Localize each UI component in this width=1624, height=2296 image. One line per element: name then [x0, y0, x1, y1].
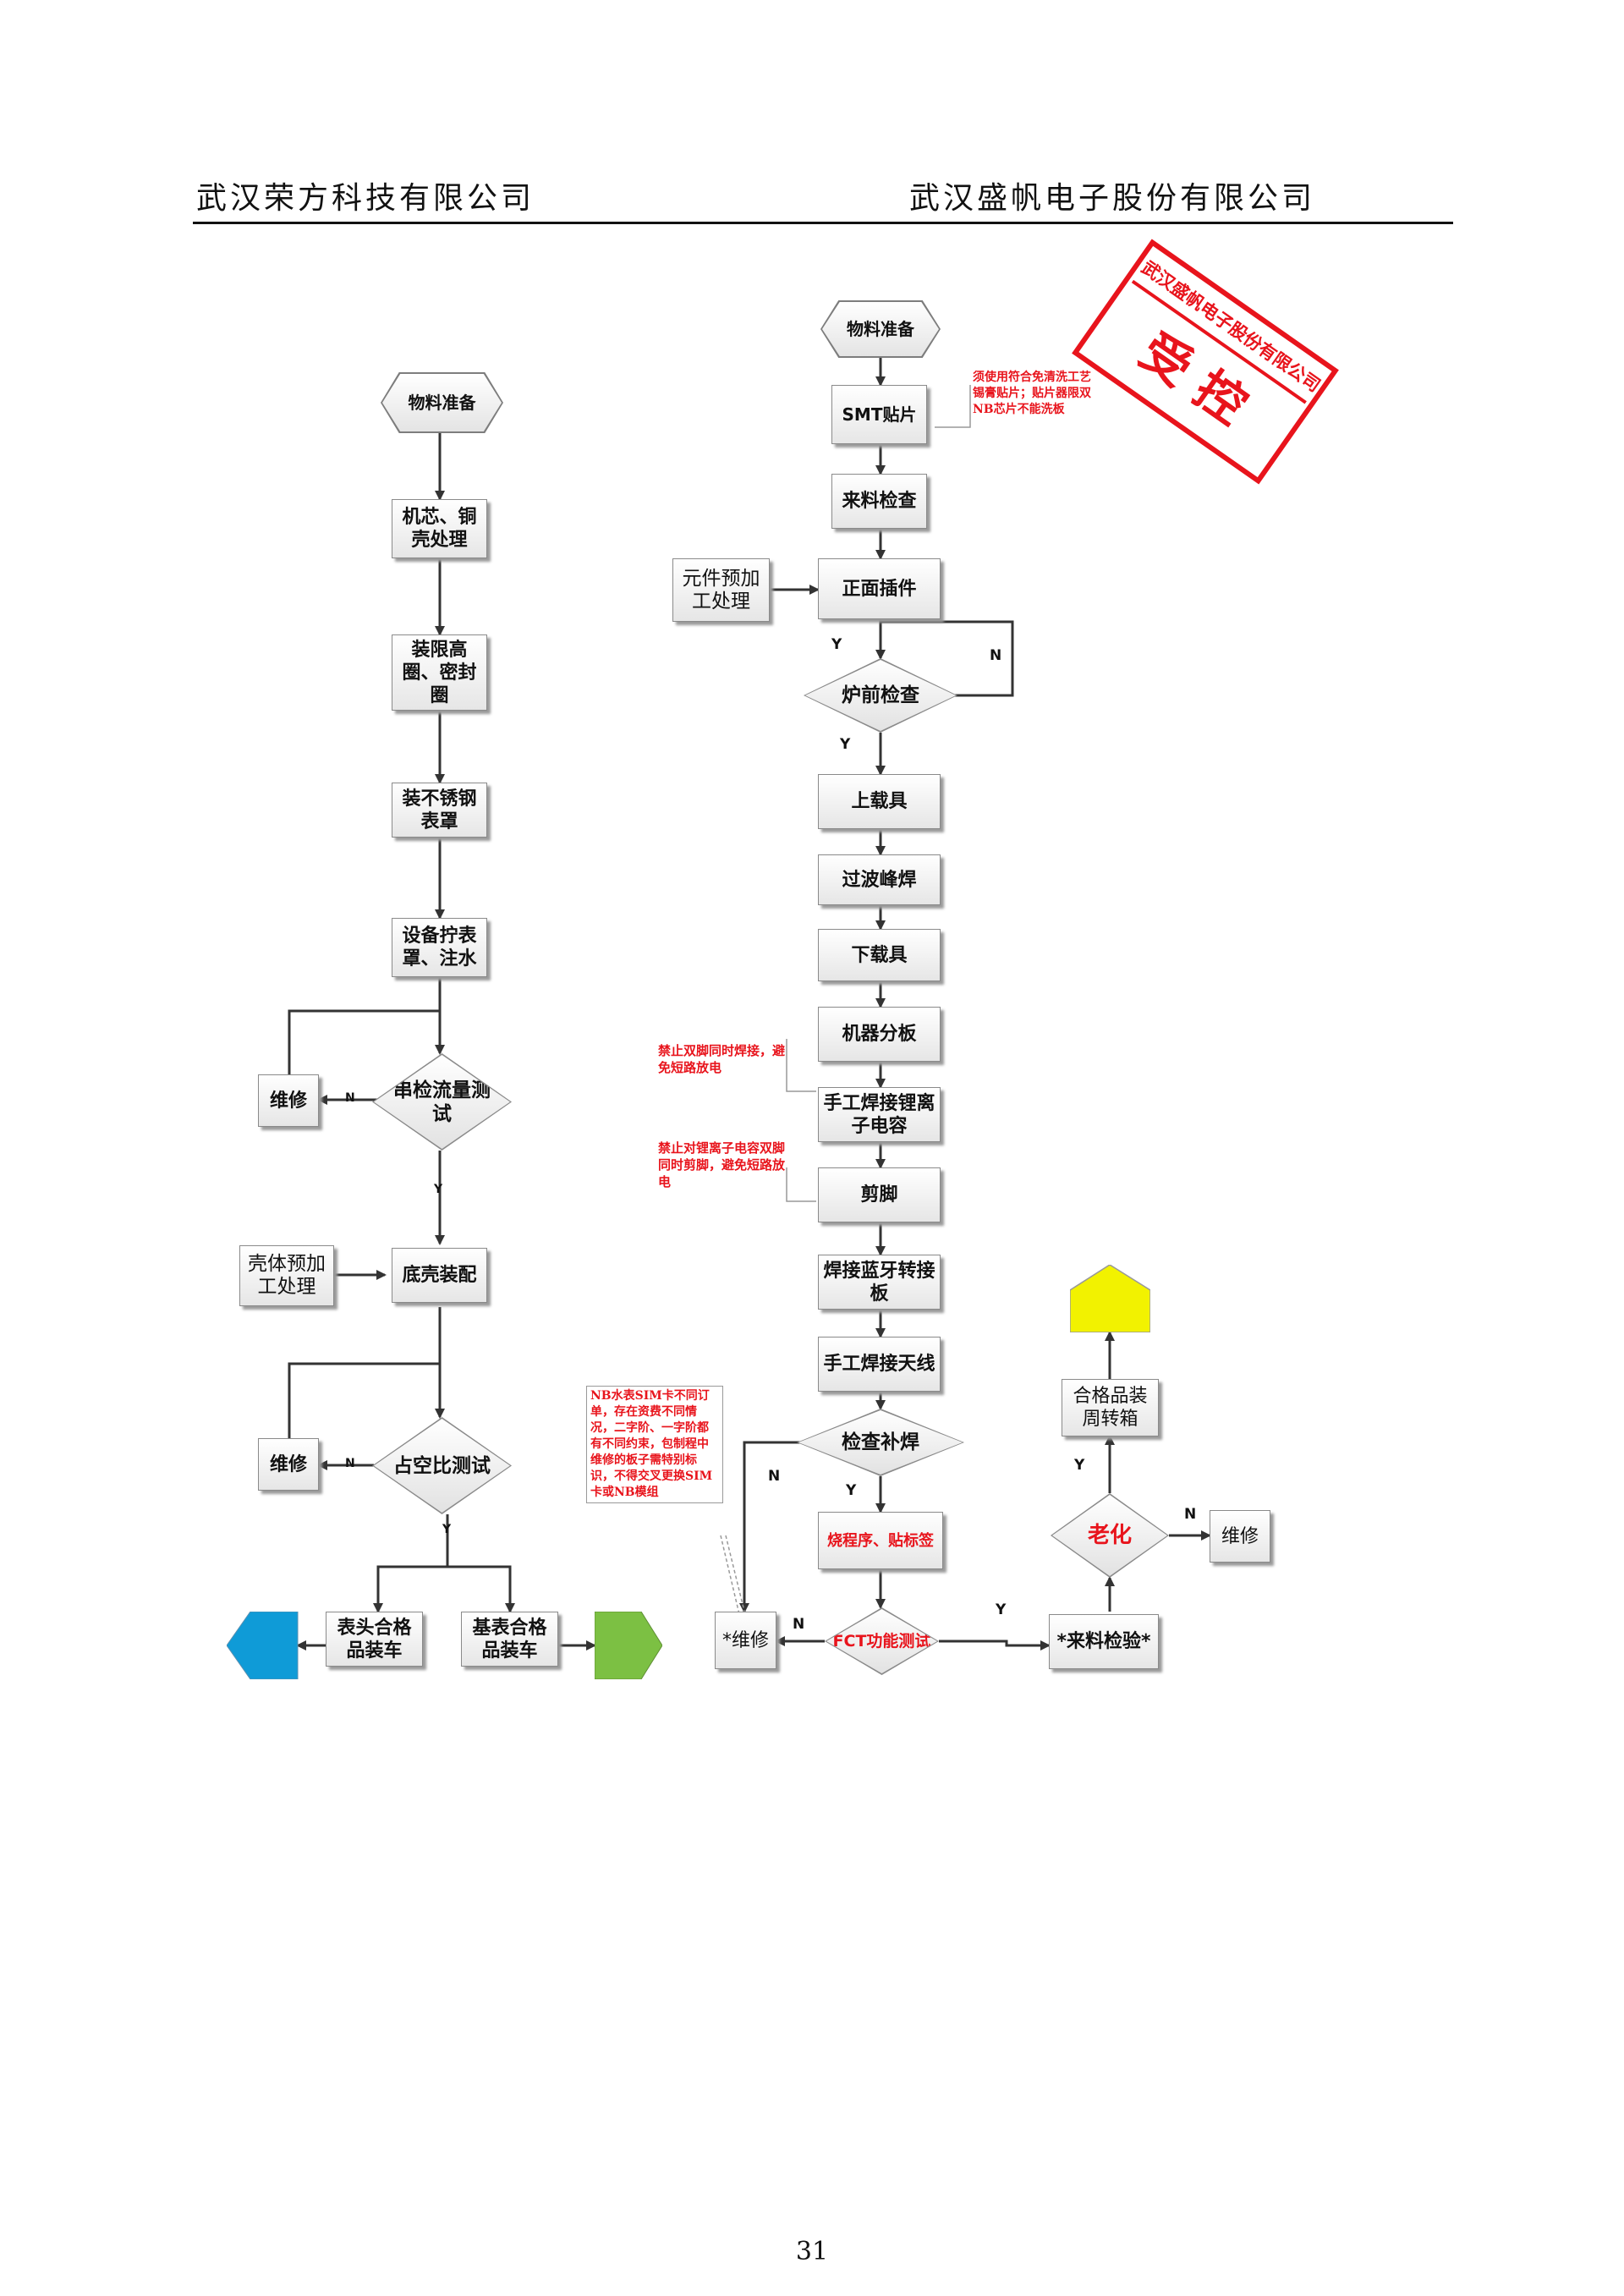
step-machine-split: 机器分板	[818, 1007, 941, 1062]
base-output-arrow-icon	[595, 1612, 662, 1679]
step-incoming-check: 来料检查	[831, 474, 927, 529]
left-start-label: 物料准备	[382, 374, 502, 431]
label-no-3: N	[990, 647, 1002, 664]
label-no-4: N	[768, 1468, 781, 1485]
qualified-turnover-box: 合格品装周转箱	[1062, 1379, 1159, 1436]
step-solder-bluetooth-board: 焊接蓝牙转接板	[818, 1255, 941, 1310]
header-right-company: 武汉盛帆电子股份有限公司	[909, 181, 1316, 216]
base-qualified-box: 基表合格品装车	[461, 1612, 558, 1667]
head-output-arrow-icon	[227, 1612, 299, 1679]
header-rule	[193, 222, 1453, 224]
shell-preprocess-box: 壳体预加工处理	[239, 1245, 334, 1306]
sim-card-note: NB水表SIM卡不同订单，存在资费不同情况，二字阶、一字阶都有不同约束，包制程中…	[586, 1386, 723, 1503]
label-yes-3: Y	[831, 636, 842, 653]
step-screw-fill-water: 设备拧表罩、注水	[392, 918, 487, 977]
trim-note: 禁止对锂离子电容双脚同时剪脚，避免短路放电	[658, 1140, 786, 1189]
aging-repair-box: 维修	[1210, 1510, 1270, 1563]
label-no-2: N	[345, 1457, 355, 1470]
header-left-company: 武汉荣方科技有限公司	[196, 181, 535, 216]
right-start-hexagon: 物料准备	[820, 300, 941, 358]
step-install-cover: 装不锈钢表罩	[392, 783, 487, 838]
step-smt-placement: SMT贴片	[831, 385, 927, 444]
fct-repair-box: *维修	[715, 1612, 776, 1669]
label-yes-7: Y	[1074, 1457, 1085, 1474]
repair-box-1: 维修	[258, 1074, 319, 1127]
step-wave-soldering: 过波峰焊	[818, 854, 941, 905]
incoming-inspection-box: *来料检验*	[1049, 1614, 1159, 1669]
step-solder-antenna: 手工焊接天线	[818, 1337, 941, 1392]
label-yes-2: Y	[442, 1523, 452, 1536]
step-unload-fixture: 下载具	[818, 929, 941, 981]
step-load-fixture: 上载具	[818, 774, 941, 829]
repair-box-2: 维修	[258, 1438, 319, 1491]
label-no-6: N	[1184, 1506, 1197, 1523]
step-core-shell-process: 机芯、铜壳处理	[392, 499, 487, 558]
li-capacitor-note: 禁止双脚同时焊接，避免短路放电	[658, 1043, 786, 1075]
step-front-insertion: 正面插件	[818, 558, 941, 619]
page-number: 31	[795, 2237, 829, 2266]
step-solder-li-capacitor: 手工焊接锂离子电容	[818, 1087, 941, 1142]
step-program-label: 烧程序、贴标签	[818, 1512, 943, 1569]
label-yes-5: Y	[846, 1482, 857, 1499]
step-bottom-shell-assembly: 底壳装配	[392, 1248, 487, 1303]
step-install-rings: 装限高圈、密封圈	[392, 634, 487, 711]
final-output-arrow-icon	[1070, 1265, 1150, 1332]
right-start-label: 物料准备	[822, 302, 939, 356]
label-no-1: N	[345, 1091, 355, 1105]
left-start-hexagon: 物料准备	[381, 372, 503, 433]
head-qualified-box: 表头合格品装车	[326, 1612, 423, 1667]
step-trim-leads: 剪脚	[818, 1167, 941, 1222]
label-yes-1: Y	[434, 1183, 443, 1196]
label-yes-6: Y	[996, 1601, 1007, 1618]
label-no-5: N	[793, 1616, 805, 1633]
label-yes-4: Y	[840, 736, 851, 753]
component-preprocess-box: 元件预加工处理	[672, 558, 770, 622]
smt-note: 须使用符合免清洗工艺锡膏贴片；贴片器限双NB芯片不能洗板	[973, 371, 1091, 416]
